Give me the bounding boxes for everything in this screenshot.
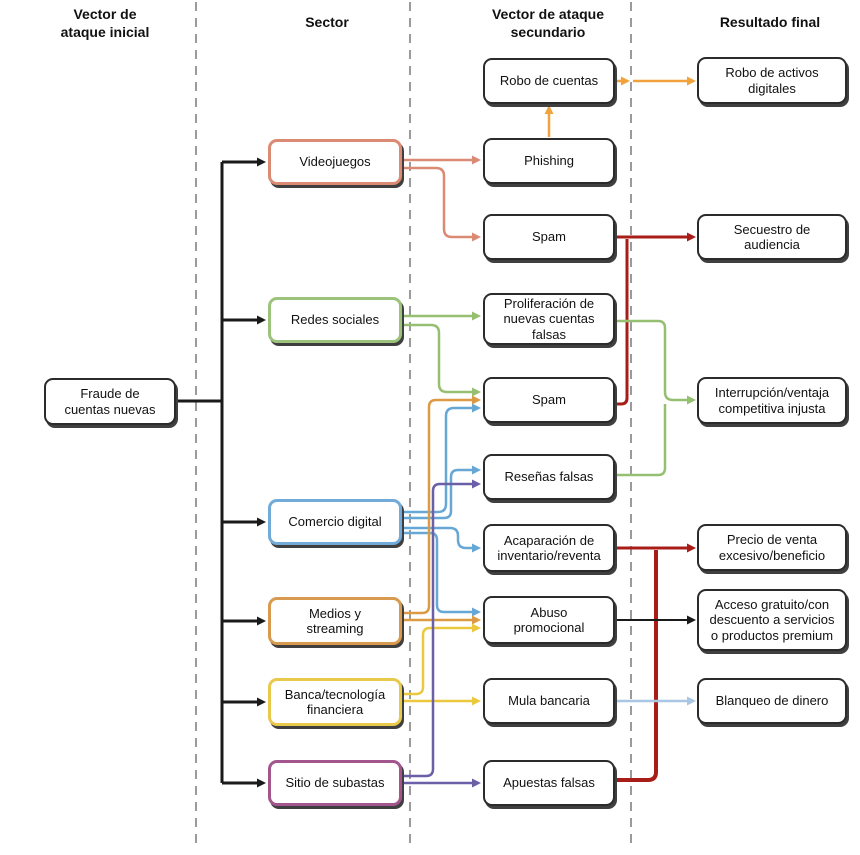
edge-fraude-to-sector-trunk xyxy=(176,162,224,783)
node-videojuegos: Videojuegos xyxy=(268,139,402,185)
edge-comercio-to-resenas xyxy=(402,465,481,520)
node-secuestro-audiencia: Secuestro de audiencia xyxy=(697,214,847,260)
node-spam-general: Spam xyxy=(483,377,615,423)
node-abuso-promocional: Abuso promocional xyxy=(483,596,615,644)
node-resenas-falsas: Reseñas falsas xyxy=(483,454,615,500)
node-phishing: Phishing xyxy=(483,138,615,184)
header-initial-attack-vector: Vector de ataque inicial xyxy=(60,6,150,40)
node-interrupcion-ventaja-injusta: Interrupción/ventaja competitiva injusta xyxy=(697,377,847,424)
node-proliferacion-cuentas-falsas: Proliferación de nuevas cuentas falsas xyxy=(483,293,615,345)
node-comercio-digital: Comercio digital xyxy=(268,499,402,545)
edge-apuestas-to-precio xyxy=(615,550,658,782)
edge-comercio-to-abuso xyxy=(402,531,481,617)
edge-banca-to-abuso xyxy=(402,623,481,696)
edge-proliferacion-to-interrupcion xyxy=(615,319,696,405)
node-fraude-cuentas-nuevas: Fraude de cuentas nuevas xyxy=(44,378,176,425)
edge-redes-to-spam_redes xyxy=(402,323,481,397)
header-sector: Sector xyxy=(305,14,349,30)
node-mula-bancaria: Mula bancaria xyxy=(483,678,615,724)
edge-videojuegos-to-spam_videojuegos xyxy=(402,166,481,242)
node-medios-streaming: Medios y streaming xyxy=(268,597,402,645)
node-precio-venta-excesivo: Precio de venta excesivo/beneficio xyxy=(697,524,847,571)
node-blanqueo-dinero: Blanqueo de dinero xyxy=(697,678,847,724)
node-spam-videojuegos: Spam xyxy=(483,214,615,260)
edge-comercio-to-acaparacion xyxy=(402,526,481,553)
edge-resenas-to-interrupcion xyxy=(615,404,667,477)
node-apuestas-falsas: Apuestas falsas xyxy=(483,760,615,806)
node-robo-activos-digitales: Robo de activos digitales xyxy=(697,57,847,104)
node-robo-de-cuentas: Robo de cuentas xyxy=(483,58,615,104)
header-secondary-attack-vector: Vector de ataque secundario xyxy=(491,6,605,40)
edge-comercio-to-spam_redes xyxy=(402,403,481,514)
edge-medios-to-spam_redes xyxy=(402,395,481,615)
header-final-result: Resultado final xyxy=(719,14,821,30)
edge-subastas-to-resenas xyxy=(402,479,481,778)
node-sitio-subastas: Sitio de subastas xyxy=(268,760,402,806)
node-redes-sociales: Redes sociales xyxy=(268,297,402,343)
edge-spam_redes-to-secuestro xyxy=(615,239,629,406)
node-acceso-gratuito-premium: Acceso gratuito/con descuento a servicio… xyxy=(697,589,847,651)
node-acaparacion-inventario: Acaparación de inventario/reventa xyxy=(483,524,615,572)
node-banca-fintech: Banca/tecnología financiera xyxy=(268,678,402,726)
